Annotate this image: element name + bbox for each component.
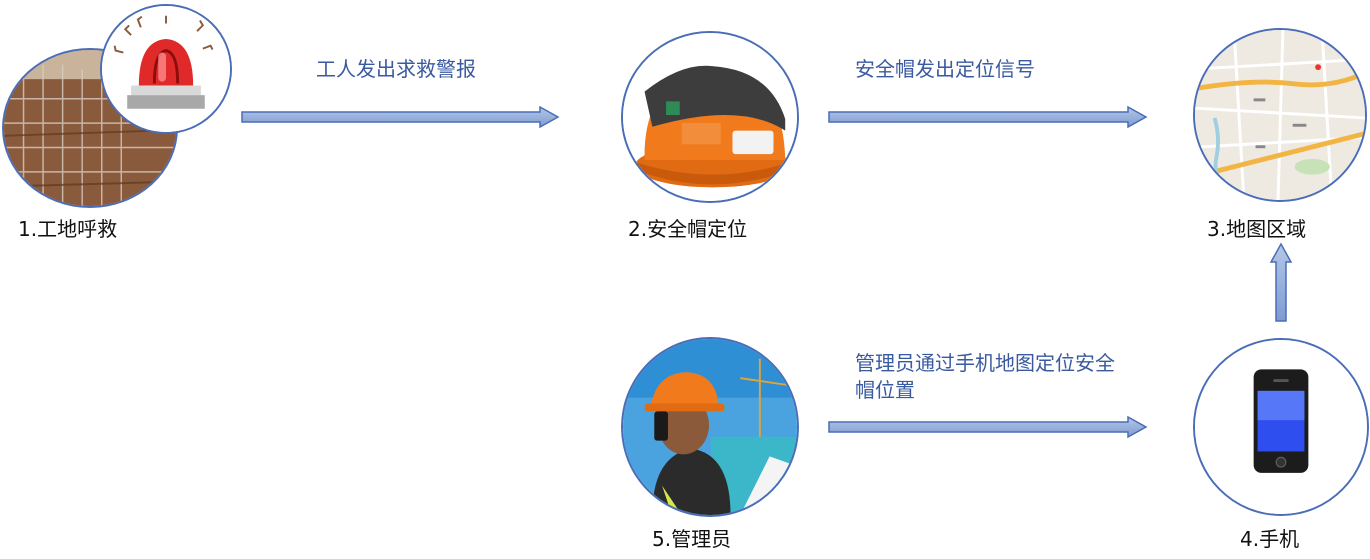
phone-node — [1193, 338, 1369, 516]
alarm-light-icon — [102, 6, 230, 132]
edge-label-alarm: 工人发出求救警报 — [316, 57, 476, 81]
helmet-node — [621, 31, 799, 203]
map-node — [1193, 28, 1367, 202]
edge-label-locate: 管理员通过手机地图定位安全帽位置 — [855, 351, 1115, 402]
edge-label-signal: 安全帽发出定位信号 — [855, 57, 1035, 81]
arrow-signal — [828, 105, 1148, 129]
map-icon — [1195, 30, 1365, 200]
caption-manager: 5.管理员 — [652, 527, 732, 551]
arrow-alarm — [241, 105, 560, 129]
alarm-badge — [100, 4, 232, 134]
arrow-phone-to-map — [1269, 242, 1293, 322]
manager-photo — [621, 337, 799, 517]
arrow-locate — [828, 415, 1148, 439]
caption-helmet: 2.安全帽定位 — [628, 217, 748, 241]
phone-icon — [1195, 340, 1367, 514]
caption-map: 3.地图区域 — [1207, 217, 1307, 241]
caption-site: 1.工地呼救 — [18, 217, 118, 241]
helmet-icon — [623, 33, 797, 201]
caption-phone: 4.手机 — [1240, 527, 1300, 551]
